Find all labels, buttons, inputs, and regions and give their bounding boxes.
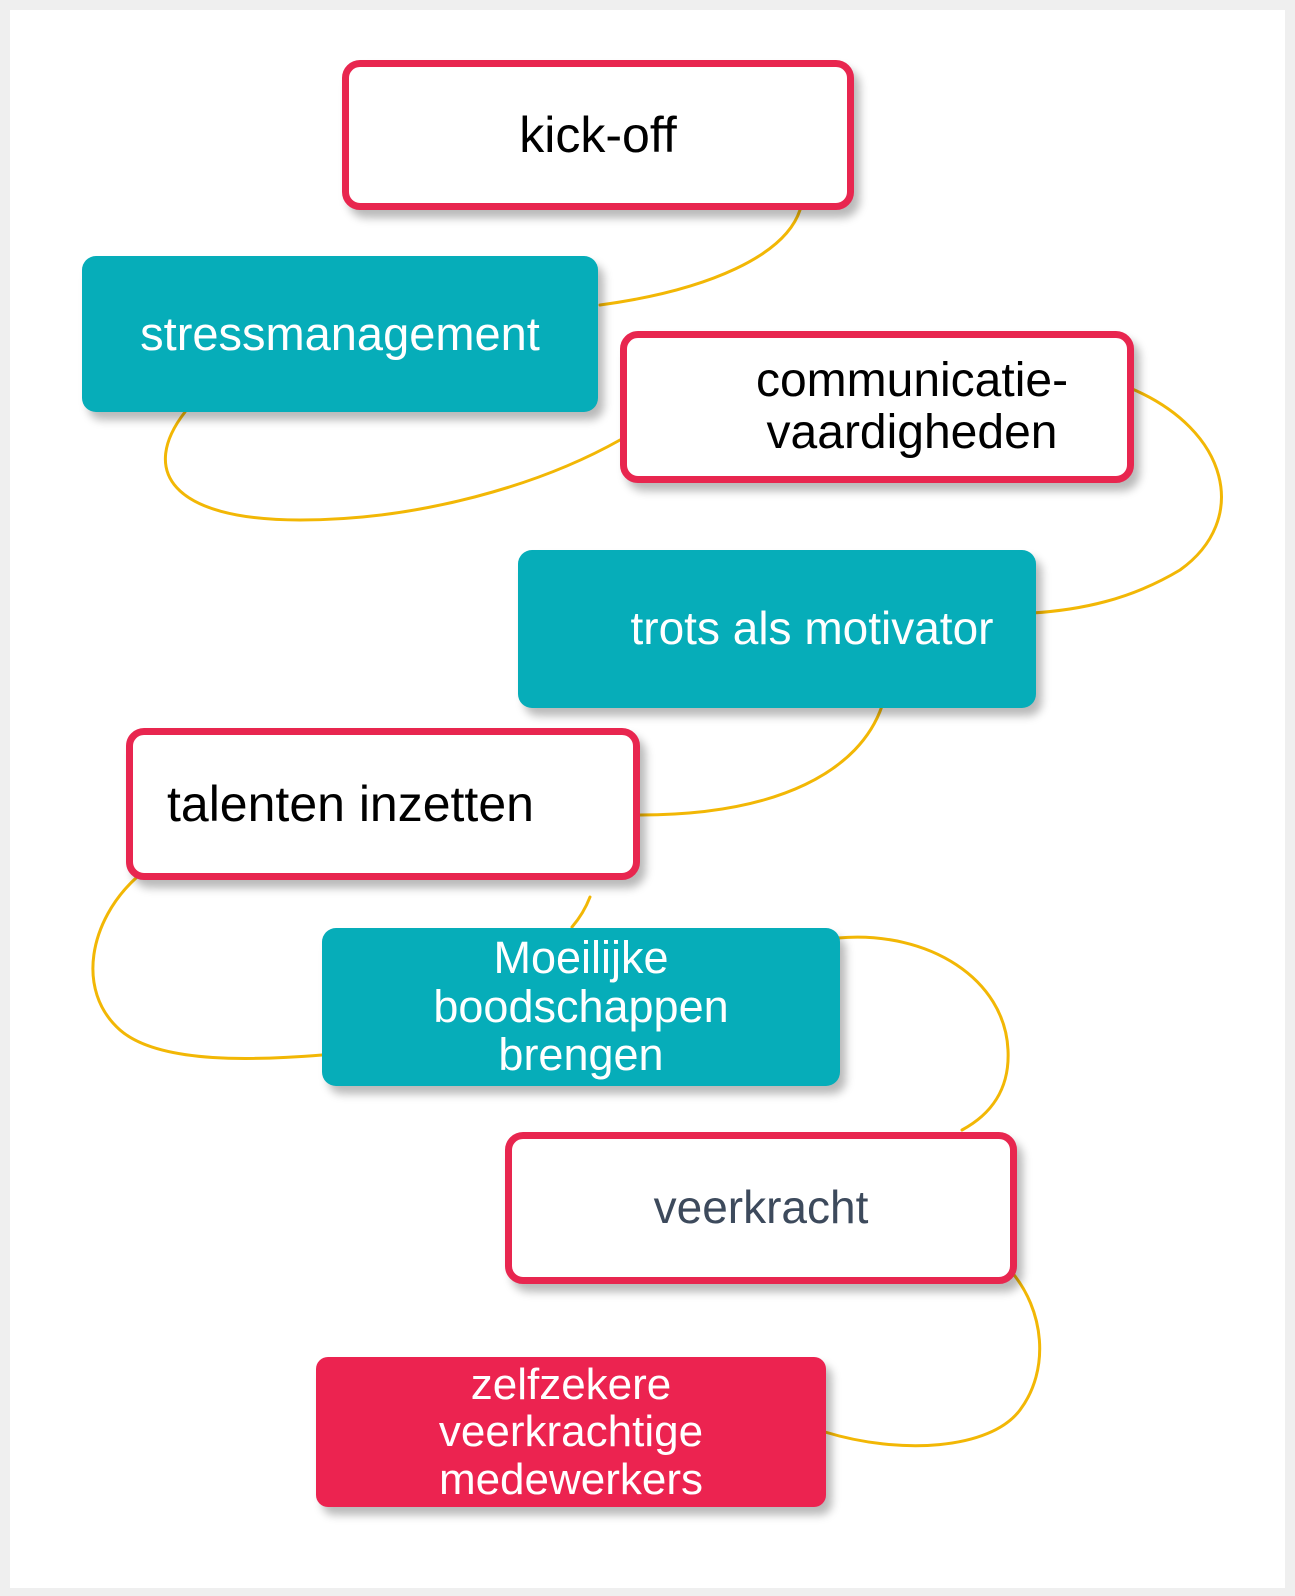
connector-communicatie-trots — [1030, 386, 1223, 615]
step-zelfzekere-medewerkers-label: zelfzekere veerkrachtige medewerkers — [438, 1359, 704, 1504]
step-moeilijke-boodschappen-label: Moeilijke boodschappen brengen — [433, 932, 729, 1081]
step-communicatievaardigheden: communicatie- vaardigheden — [620, 331, 1134, 483]
connector-talenten-moeilijk — [91, 876, 324, 1061]
step-veerkracht-label: veerkracht — [653, 1181, 869, 1234]
step-zelfzekere-medewerkers: zelfzekere veerkrachtige medewerkers — [316, 1357, 826, 1507]
connector-moeilijk-veerkracht — [836, 935, 1010, 1132]
connector-veerkracht-zelfzeker — [823, 1268, 1042, 1448]
step-veerkracht: veerkracht — [505, 1132, 1017, 1284]
connector-talenten-moeilijk-top — [570, 895, 592, 929]
step-talenten-inzetten-label: talenten inzetten — [167, 776, 534, 832]
step-trots-als-motivator-label: trots als motivator — [630, 602, 994, 655]
step-talenten-inzetten: talenten inzetten — [126, 728, 640, 880]
step-communicatievaardigheden-label: communicatie- vaardigheden — [755, 354, 1069, 459]
step-kick-off-label: kick-off — [519, 107, 677, 163]
connector-trots-talenten — [638, 704, 884, 817]
connector-stress-communicatie — [163, 410, 622, 522]
step-stressmanagement-label: stressmanagement — [140, 306, 540, 360]
step-trots-als-motivator: trots als motivator — [518, 550, 1036, 708]
step-stressmanagement: stressmanagement — [82, 256, 598, 412]
step-moeilijke-boodschappen: Moeilijke boodschappen brengen — [322, 928, 840, 1086]
connector-kickoff-stress — [598, 208, 802, 307]
step-kick-off: kick-off — [342, 60, 854, 210]
